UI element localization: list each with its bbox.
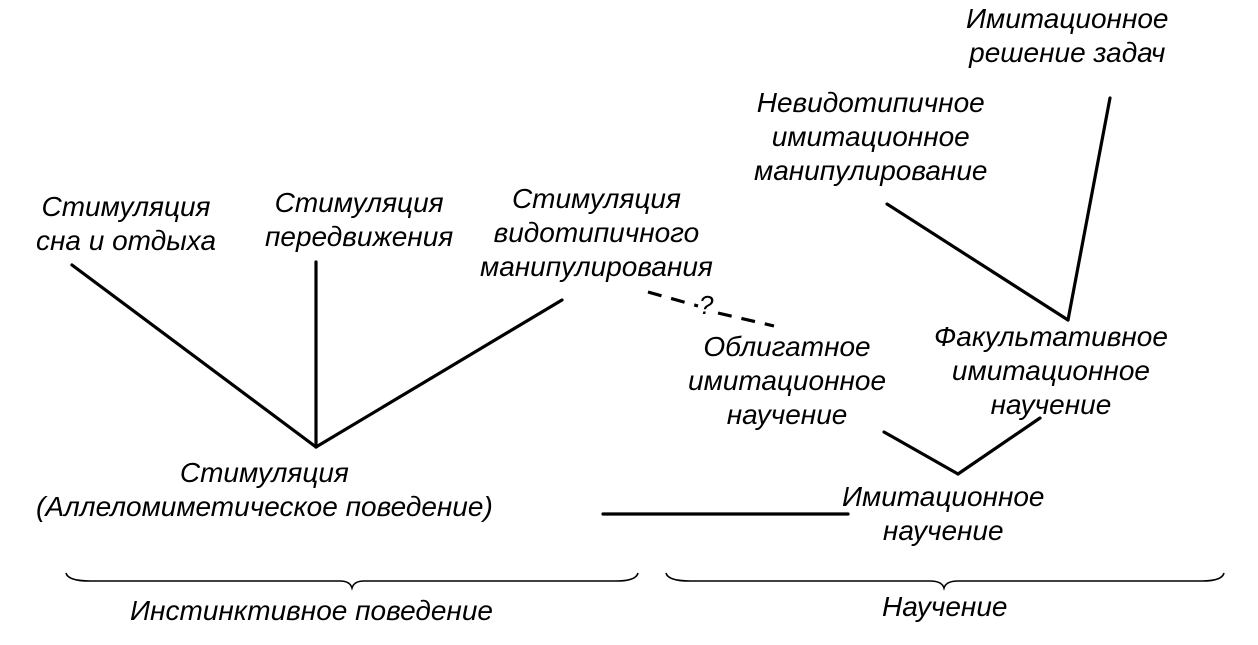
node-stimulation-species-manipulation-line2: видотипичного (493, 217, 700, 248)
group-label-instinctive: Инстинктивное поведение (130, 595, 493, 626)
edge-species-manip-to-stimulation (314, 298, 564, 449)
node-obligate-learning-line2: имитационное (688, 365, 887, 396)
node-imitation-problem-solving: Имитационное решение задач (966, 2, 1169, 70)
node-stimulation-allelomimetic-line1: Стимуляция (179, 457, 349, 488)
node-obligate-learning-line1: Облигатное (703, 331, 871, 362)
node-stimulation-locomotion-line1: Стимуляция (274, 187, 444, 218)
node-facultative-learning-line3: научение (990, 389, 1112, 420)
node-stimulation-locomotion: Стимуляция передвижения (265, 186, 453, 254)
node-imitation-learning: Имитационное научение (842, 480, 1045, 548)
node-nonspecies-manipulation: Невидотипичное имитационное манипулирова… (754, 86, 987, 188)
node-imitation-problem-solving-line1: Имитационное (966, 3, 1169, 34)
node-facultative-learning-line2: имитационное (951, 355, 1150, 386)
node-facultative-learning-line1: Факультативное (934, 321, 1168, 352)
edge-obligate-to-imitation-learning (882, 430, 960, 476)
node-stimulation-species-manipulation-line3: манипулирования (480, 251, 713, 282)
group-label-learning: Научение (882, 591, 1008, 622)
node-obligate-learning-line3: научение (726, 399, 848, 430)
edge-sleep-to-stimulation (70, 263, 318, 449)
edge-facultative-to-imitation-learning (956, 416, 1042, 476)
edge-problem-solving-to-facultative (1066, 96, 1112, 322)
node-facultative-learning: Факультативное имитационное научение (934, 320, 1168, 422)
node-stimulation-species-manipulation-line1: Стимуляция (511, 183, 681, 214)
node-stimulation-locomotion-line2: передвижения (265, 221, 454, 252)
node-nonspecies-manipulation-line3: манипулирование (754, 155, 988, 186)
node-imitation-learning-line2: научение (882, 515, 1004, 546)
node-obligate-learning: Облигатное имитационное научение (688, 330, 886, 432)
node-stimulation-sleep-line1: Стимуляция (41, 191, 211, 222)
uncertain-link-right (717, 311, 775, 328)
uncertain-link-left (647, 290, 699, 308)
edge-nonspecies-manip-to-facultative (885, 202, 1070, 322)
node-stimulation-allelomimetic-line2: (Аллеломиметическое поведение) (36, 491, 493, 522)
node-imitation-learning-line1: Имитационное (842, 481, 1045, 512)
node-nonspecies-manipulation-line1: Невидотипичное (756, 87, 985, 118)
node-nonspecies-manipulation-line2: имитационное (771, 121, 970, 152)
brace-learning (665, 572, 1225, 591)
node-stimulation-sleep-line2: сна и отдыха (36, 225, 217, 256)
node-imitation-problem-solving-line2: решение задач (969, 37, 1166, 68)
node-stimulation-sleep: Стимуляция сна и отдыха (36, 190, 216, 258)
uncertain-link-question-mark: ? (699, 290, 714, 320)
node-stimulation-species-manipulation: Стимуляция видотипичного манипулирования (480, 182, 713, 284)
node-stimulation-allelomimetic: Стимуляция (Аллеломиметическое поведение… (36, 456, 493, 524)
brace-instinctive (65, 572, 639, 591)
